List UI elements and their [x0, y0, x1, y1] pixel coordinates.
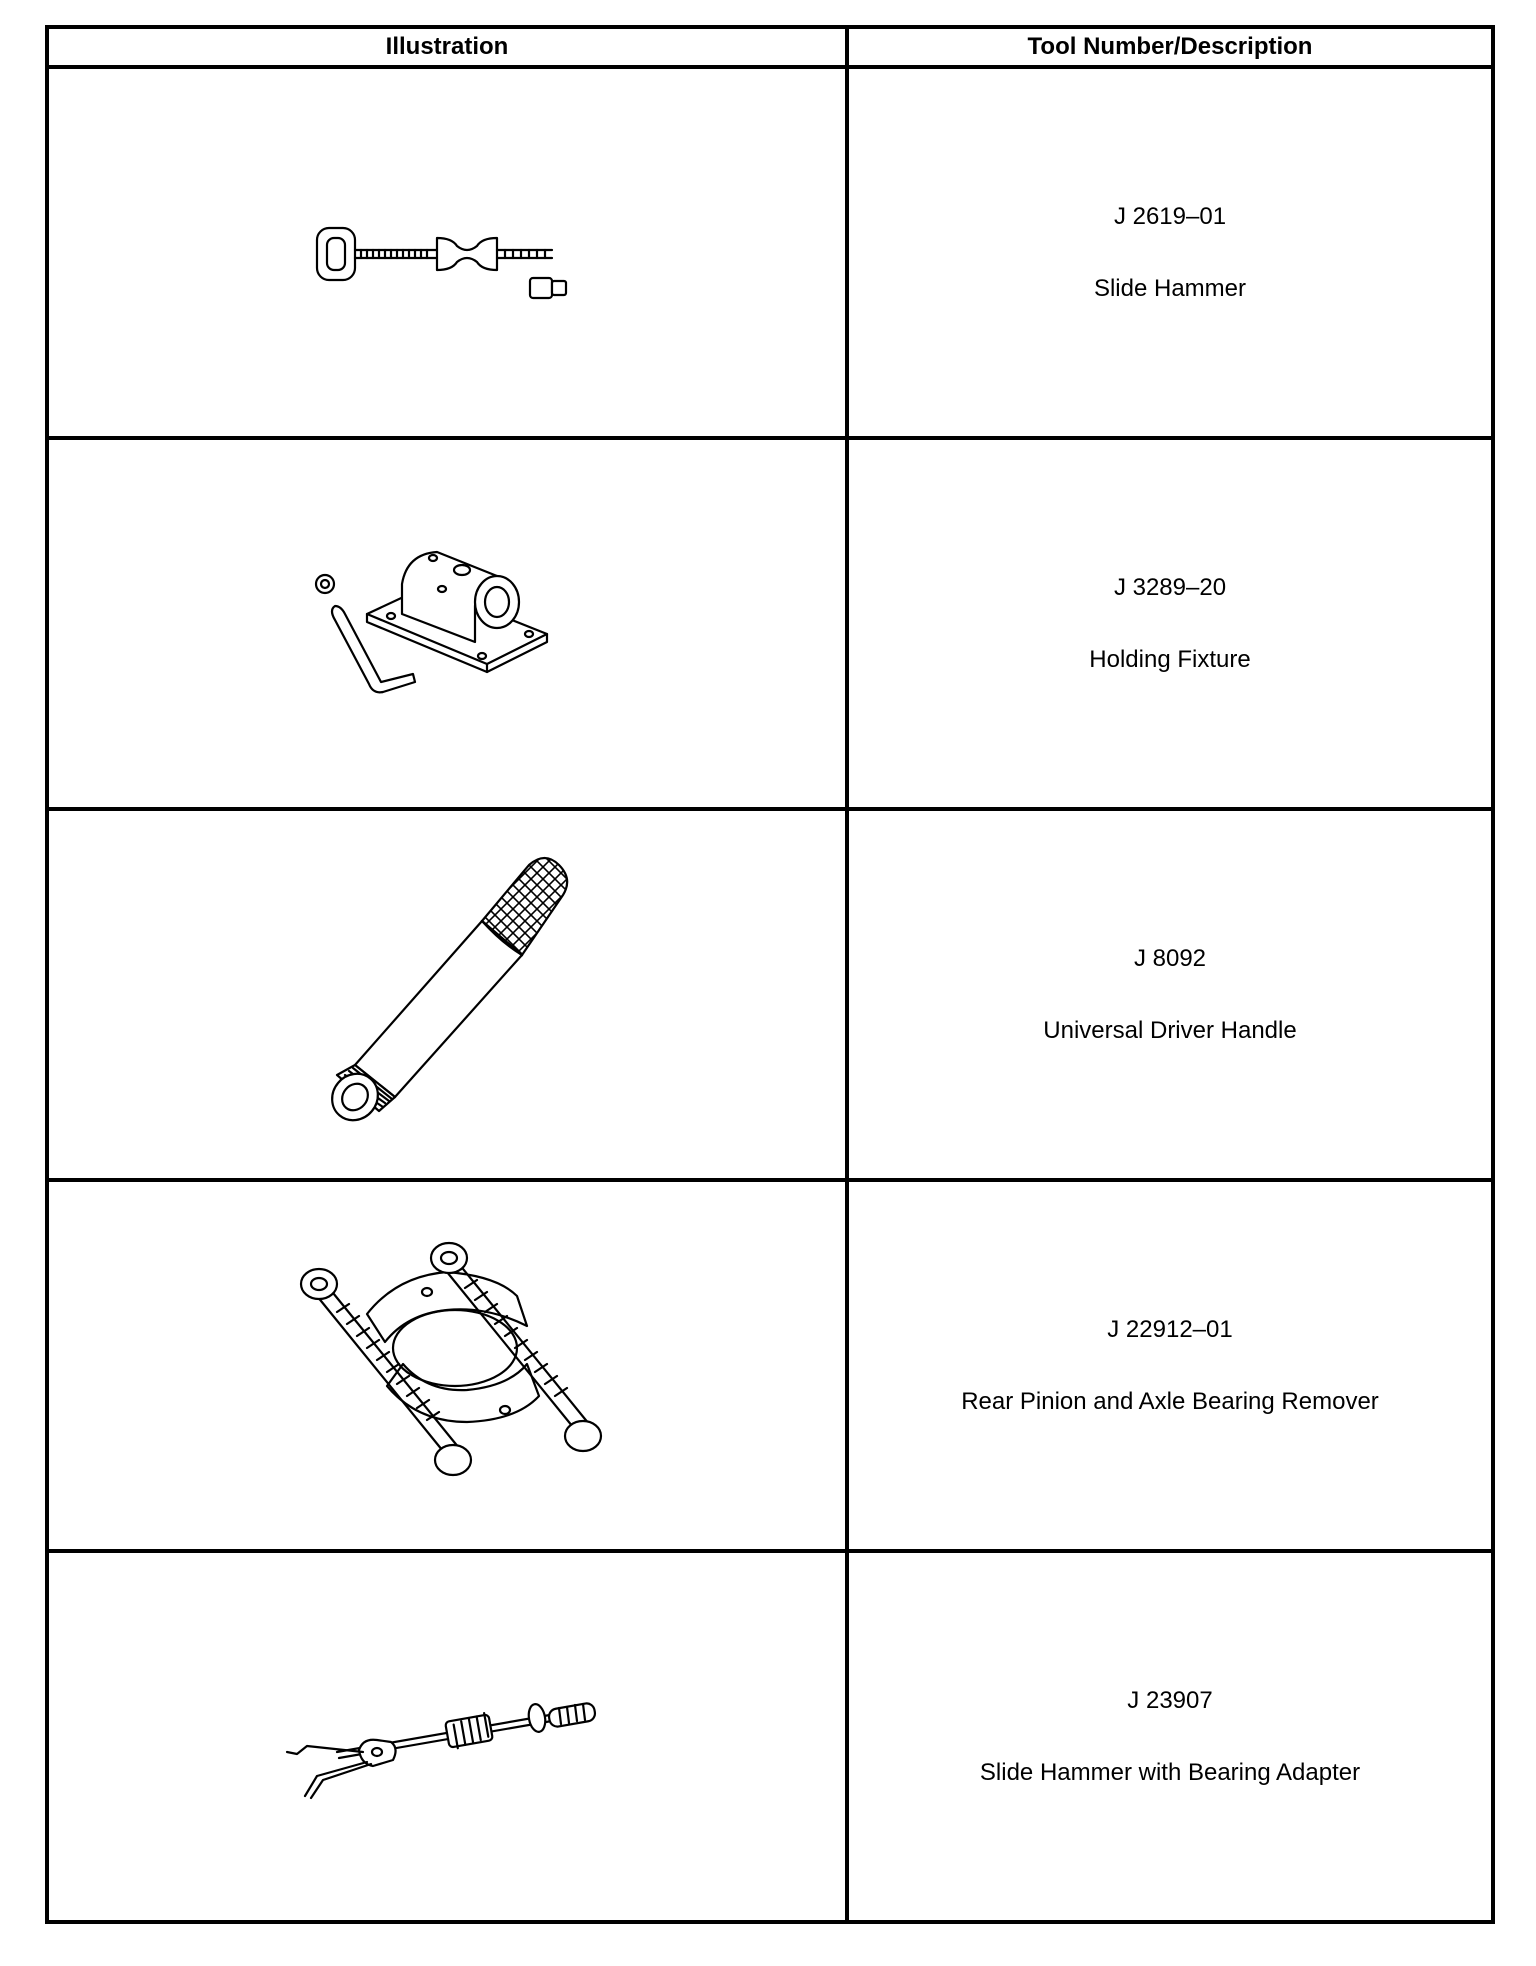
- table-row: J 3289–20 Holding Fixture: [45, 436, 1495, 811]
- slide-hammer-icon: [315, 226, 568, 299]
- table-row: J 23907 Slide Hammer with Bearing Adapte…: [45, 1549, 1495, 1924]
- driver-handle-icon: [331, 856, 569, 1121]
- tool-info-cell: J 23907 Slide Hammer with Bearing Adapte…: [845, 1549, 1495, 1924]
- header-tool-number-description: Tool Number/Description: [845, 25, 1495, 69]
- tool-description: Universal Driver Handle: [1043, 1016, 1297, 1044]
- bearing-remover-icon: [299, 1241, 603, 1476]
- tool-number: J 22912–01: [1107, 1315, 1233, 1343]
- tool-info-cell: J 2619–01 Slide Hammer: [845, 65, 1495, 440]
- tool-number: J 3289–20: [1113, 573, 1227, 601]
- tool-number: J 23907: [1127, 1686, 1213, 1714]
- holding-fixture-icon: [314, 550, 549, 693]
- tool-description: Rear Pinion and Axle Bearing Remover: [961, 1387, 1379, 1415]
- table-row: J 8092 Universal Driver Handle: [45, 807, 1495, 1182]
- tool-number: J 2619–01: [1113, 202, 1227, 230]
- tool-description: Slide Hammer with Bearing Adapter: [979, 1758, 1361, 1786]
- tool-description: Slide Hammer: [1093, 274, 1247, 302]
- tool-info-cell: J 22912–01 Rear Pinion and Axle Bearing …: [845, 1178, 1495, 1553]
- tool-info-cell: J 8092 Universal Driver Handle: [845, 807, 1495, 1182]
- illustration-cell: [45, 436, 849, 811]
- table-row: J 2619–01 Slide Hammer: [45, 65, 1495, 440]
- illustration-cell: [45, 65, 849, 440]
- tool-description: Holding Fixture: [1089, 645, 1251, 673]
- tool-info-cell: J 3289–20 Holding Fixture: [845, 436, 1495, 811]
- special-tools-table: Illustration Tool Number/Description: [45, 25, 1495, 1924]
- illustration-cell: [45, 807, 849, 1182]
- slide-hammer-bearing-adapter-icon: [285, 1701, 597, 1799]
- table-row: J 22912–01 Rear Pinion and Axle Bearing …: [45, 1178, 1495, 1553]
- tool-number: J 8092: [1133, 944, 1207, 972]
- header-illustration: Illustration: [45, 25, 849, 69]
- illustration-cell: [45, 1178, 849, 1553]
- table-header-row: Illustration Tool Number/Description: [45, 25, 1495, 69]
- illustration-cell: [45, 1549, 849, 1924]
